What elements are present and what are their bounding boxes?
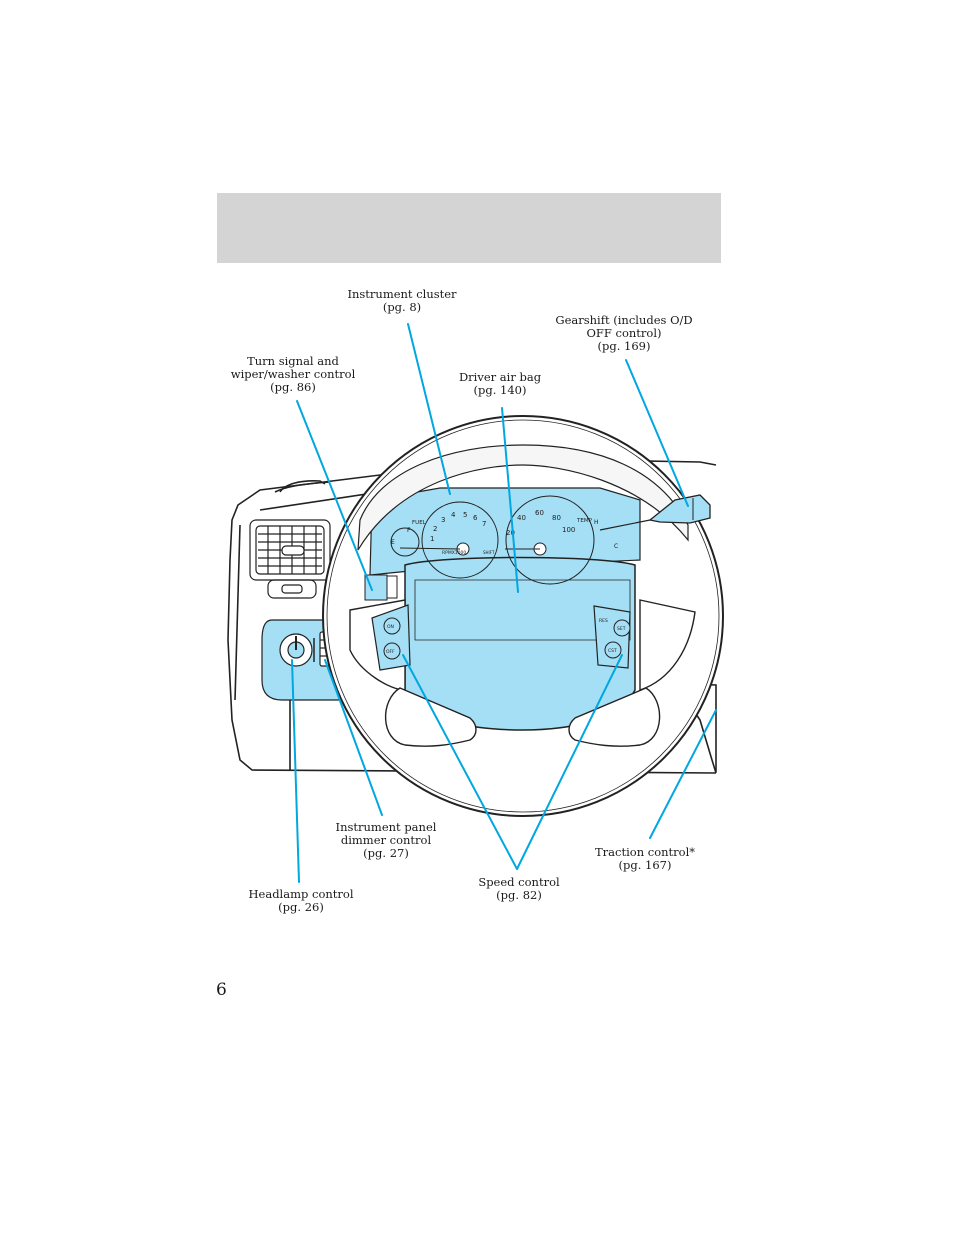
- speed-60: 60: [535, 509, 544, 517]
- fuel-f-label: F: [407, 527, 411, 534]
- tach-6: 6: [473, 514, 478, 522]
- callout-line: OFF control): [586, 326, 662, 340]
- callout-line: wiper/washer control: [230, 367, 356, 381]
- temp-label: TEMP: [576, 518, 593, 524]
- speed-40: 40: [517, 514, 526, 522]
- tach-3: 3: [441, 516, 445, 524]
- turn-signal-leader: [296, 400, 373, 591]
- speed-off-label: OFF: [386, 649, 395, 655]
- tach-7: 7: [482, 520, 486, 528]
- speed-set-label: SET: [617, 626, 626, 632]
- dimmer-leader: [324, 659, 383, 816]
- turn-signal-callout: Turn signal and wiper/washer control (pg…: [218, 355, 368, 394]
- callout-line: Driver air bag: [458, 370, 542, 384]
- speed-20: 20: [506, 529, 515, 537]
- callout-line: Headlamp control: [248, 887, 354, 901]
- cluster-leader: [407, 323, 451, 495]
- speed-control-callout: Speed control (pg. 82): [459, 876, 579, 902]
- tach-4: 4: [451, 511, 456, 519]
- fuel-e-label: E: [391, 539, 395, 546]
- tach-5: 5: [463, 511, 467, 519]
- temp-c-label: C: [614, 543, 618, 550]
- fuel-label: FUEL: [412, 520, 427, 526]
- callout-page: (pg. 82): [496, 888, 542, 902]
- speed-on-label: ON: [387, 624, 394, 630]
- callout-page: (pg. 26): [278, 900, 324, 914]
- page-number: 6: [216, 980, 227, 1000]
- traction-leader: [649, 709, 717, 839]
- air-vent: [249, 519, 331, 599]
- speed-leader-left: [402, 654, 518, 870]
- speed-leader-right: [516, 654, 623, 870]
- speed-80: 80: [552, 514, 561, 522]
- callout-line: Gearshift (includes O/D: [555, 313, 693, 327]
- callout-line: Speed control: [478, 875, 560, 889]
- header-band: [217, 193, 721, 263]
- callout-page: (pg. 27): [363, 846, 409, 860]
- callout-line: Instrument panel: [335, 820, 437, 834]
- callout-page: (pg. 169): [597, 339, 651, 353]
- callout-page: (pg. 86): [270, 380, 316, 394]
- instrument-cluster-callout: Instrument cluster (pg. 8): [331, 288, 473, 314]
- airbag-leader: [501, 407, 519, 593]
- callout-page: (pg. 167): [618, 858, 672, 872]
- cluster-text: FUEL TEMP RPMX1000 SHIFT F E H C 1 2 3 4…: [386, 509, 626, 655]
- callout-line: Instrument cluster: [347, 287, 457, 301]
- callout-page: (pg. 140): [473, 383, 527, 397]
- steering-wheel: [322, 415, 724, 817]
- headlamp-leader: [291, 659, 300, 883]
- tach-2: 2: [433, 525, 437, 533]
- speed-res-label: RES: [599, 618, 608, 624]
- dimmer-callout: Instrument panel dimmer control (pg. 27): [326, 821, 446, 860]
- callout-line: dimmer control: [340, 833, 432, 847]
- callout-lines: [291, 323, 717, 883]
- speed-100: 100: [562, 526, 575, 534]
- tach-1: 1: [430, 535, 434, 543]
- callout-line: Turn signal and: [247, 354, 339, 368]
- driver-air-bag-callout: Driver air bag (pg. 140): [440, 371, 560, 397]
- callout-page: (pg. 8): [382, 300, 422, 314]
- shift-label: SHIFT: [483, 550, 495, 555]
- rpm-label: RPMX1000: [442, 550, 466, 556]
- callout-line: Traction control*: [595, 845, 695, 859]
- traction-callout: Traction control* (pg. 167): [583, 846, 707, 872]
- gearshift-lever: [648, 494, 711, 524]
- headlamp-callout: Headlamp control (pg. 26): [241, 888, 361, 914]
- gearshift-leader: [625, 359, 689, 507]
- speed-cst-label: CST: [608, 648, 617, 654]
- gearshift-callout: Gearshift (includes O/D OFF control) (pg…: [543, 314, 705, 353]
- temp-h-label: H: [594, 519, 599, 526]
